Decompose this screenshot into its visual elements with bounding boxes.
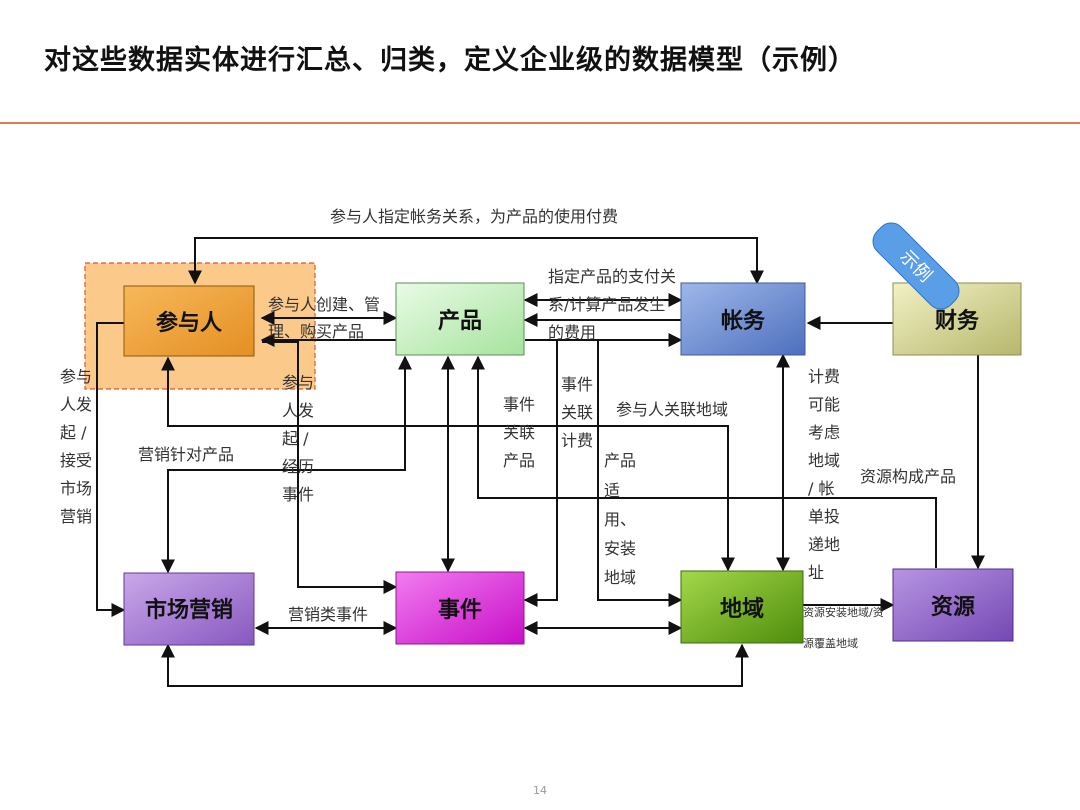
label-resource-region-1: 资源安装地域/资	[803, 605, 884, 619]
label-billing-region-line: 址	[808, 563, 824, 582]
label-billing-region-line: 单投	[808, 507, 840, 526]
label-product-region-line: 安装	[604, 539, 636, 558]
entity-resource-label: 资源	[931, 595, 975, 620]
label-event-billing-line: 关联	[561, 403, 593, 422]
label-event-billing-line: 计费	[561, 431, 593, 450]
label-initiate-accept-line: 人发	[60, 395, 92, 414]
label-product-region-line: 产品	[604, 451, 636, 470]
label-initiate-accept-line: 营销	[60, 507, 92, 526]
entity-product-label: 产品	[438, 309, 482, 334]
label-event-product: 事件 关联 产品	[503, 395, 535, 470]
title-divider	[0, 122, 1080, 124]
label-initiate-experience-line: 参与	[282, 373, 314, 392]
label-top-loop: 参与人指定帐务关系，为产品的使用付费	[330, 207, 618, 226]
label-billing-region-line: 可能	[808, 395, 840, 414]
label-initiate-experience: 参与 人发 起 / 经历 事件	[282, 373, 314, 504]
page-title: 对这些数据实体进行汇总、归类，定义企业级的数据模型（示例）	[44, 45, 856, 76]
entity-account-label: 帐务	[721, 309, 766, 334]
marketing-region-bottom-loop	[161, 643, 749, 687]
entity-product: 产品	[395, 282, 525, 356]
label-pay-1: 指定产品的支付关	[548, 267, 676, 286]
entity-finance: 财务	[892, 282, 1022, 356]
label-product-region-line: 地域	[604, 568, 636, 587]
entity-region-label: 地域	[720, 596, 764, 622]
label-initiate-experience-line: 事件	[282, 485, 314, 504]
label-event-product-line: 事件	[503, 395, 535, 414]
label-billing-region-line: 递地	[808, 535, 840, 554]
entity-account: 帐务	[680, 282, 806, 356]
label-initiate-accept: 参与 人发 起 / 接受 市场 营销	[60, 367, 92, 526]
entity-marketing: 市场营销	[123, 572, 255, 646]
label-initiate-experience-line: 经历	[282, 457, 314, 476]
entity-participant-label: 参与人	[156, 310, 222, 336]
product-region-line	[597, 340, 683, 607]
participant-account-top-loop	[188, 237, 764, 285]
label-marketing-product: 营销针对产品	[138, 445, 234, 464]
label-initiate-experience-line: 起 /	[282, 429, 309, 448]
entity-resource: 资源	[892, 568, 1014, 642]
label-create-buy-2: 理、购买产品	[268, 322, 364, 341]
label-event-product-line: 关联	[503, 423, 535, 442]
resource-product-line	[471, 355, 937, 568]
event-account-line	[523, 340, 558, 607]
entity-region: 地域	[680, 570, 804, 644]
entity-event-label: 事件	[438, 597, 482, 623]
label-event-product-line: 产品	[503, 451, 535, 470]
label-billing-region-line: 地域	[808, 451, 840, 470]
label-event-billing-line: 事件	[561, 375, 593, 394]
entity-finance-label: 财务	[935, 309, 980, 334]
label-resource-product: 资源构成产品	[860, 467, 956, 486]
label-participant-region: 参与人关联地域	[616, 400, 728, 419]
label-product-region-line: 用、	[604, 510, 636, 529]
label-initiate-accept-line: 起 /	[60, 423, 87, 442]
participant-marketing-line	[96, 322, 126, 617]
entity-event: 事件	[395, 571, 525, 645]
entity-participant: 参与人	[123, 285, 255, 357]
label-billing-region-line: / 帐	[808, 479, 834, 498]
page-number: 14	[533, 784, 547, 797]
label-pay-2: 系/计算产品发生	[548, 295, 665, 314]
label-initiate-accept-line: 接受	[60, 451, 92, 470]
label-event-billing: 事件 关联 计费	[561, 375, 593, 450]
label-pay-3: 的费用	[548, 323, 596, 342]
label-product-region-line: 适	[604, 481, 620, 500]
label-resource-region-2: 源覆盖地域	[803, 636, 858, 650]
connectors	[96, 237, 985, 687]
label-billing-region-line: 计费	[808, 367, 840, 386]
label-initiate-accept-line: 参与	[60, 367, 92, 386]
label-initiate-experience-line: 人发	[282, 401, 314, 420]
label-billing-region: 计费 可能 考虑 地域 / 帐 单投 递地 址	[808, 367, 840, 582]
label-initiate-accept-line: 市场	[60, 479, 92, 498]
entity-marketing-label: 市场营销	[145, 597, 233, 623]
label-marketing-event: 营销类事件	[288, 605, 368, 624]
label-product-region: 产品 适 用、 安装 地域	[604, 451, 636, 587]
label-create-buy-1: 参与人创建、管	[268, 295, 380, 314]
label-billing-region-line: 考虑	[808, 423, 840, 442]
